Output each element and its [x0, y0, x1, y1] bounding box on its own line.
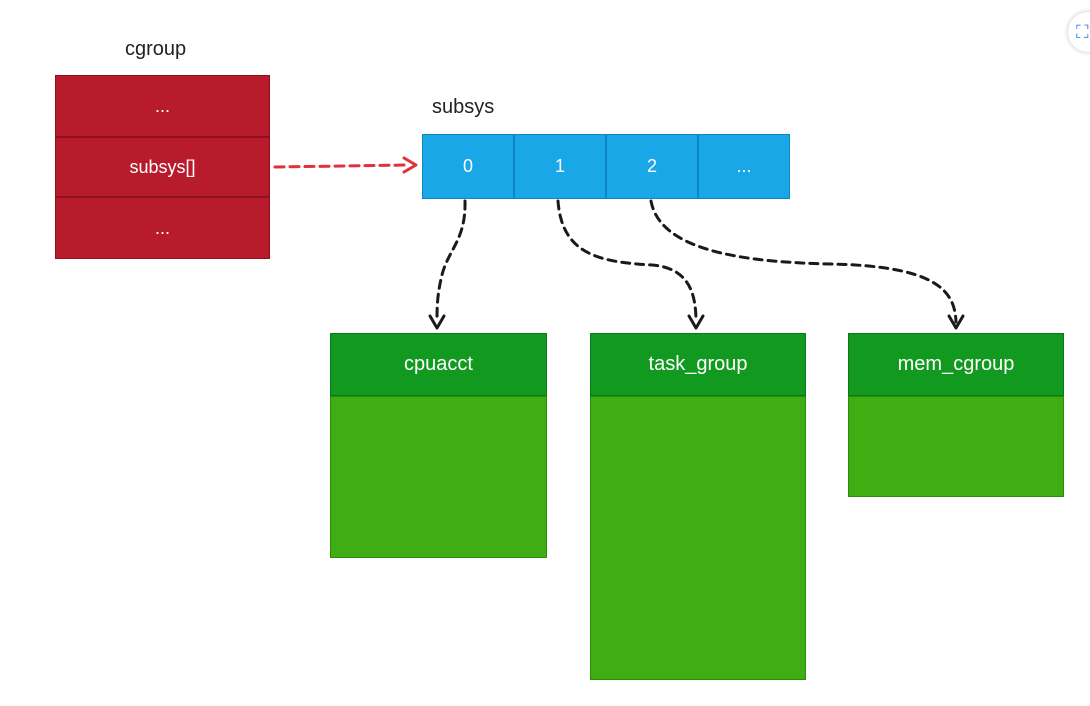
- subsys-cell-more: ...: [698, 134, 790, 199]
- cgroup-title: cgroup: [125, 38, 187, 60]
- subsys-cell-0: 0: [422, 134, 514, 199]
- subsys-title: subsys: [432, 96, 495, 118]
- struct-mem-cgroup-body: [848, 396, 1064, 497]
- struct-cpuacct-body: [330, 396, 547, 558]
- link-arrow-mem-cgroup: [649, 199, 965, 330]
- struct-mem-cgroup-header: mem_cgroup: [848, 333, 1064, 396]
- subsys-cell-2: 2: [606, 134, 698, 199]
- cgroup-row-top: ...: [55, 75, 270, 137]
- struct-cpuacct-header: cpuacct: [330, 333, 547, 396]
- pointer-arrow: [273, 156, 418, 174]
- subsys-cell-1: 1: [514, 134, 606, 199]
- struct-task-group-body: [590, 396, 806, 680]
- struct-task-group-header: task_group: [590, 333, 806, 396]
- link-arrow-task-group: [556, 199, 705, 330]
- expand-icon[interactable]: ⛶: [1068, 12, 1090, 52]
- cgroup-row-bottom: ...: [55, 197, 270, 259]
- cgroup-row-subsys: subsys[]: [55, 137, 270, 197]
- link-arrow-cpuacct: [428, 199, 467, 330]
